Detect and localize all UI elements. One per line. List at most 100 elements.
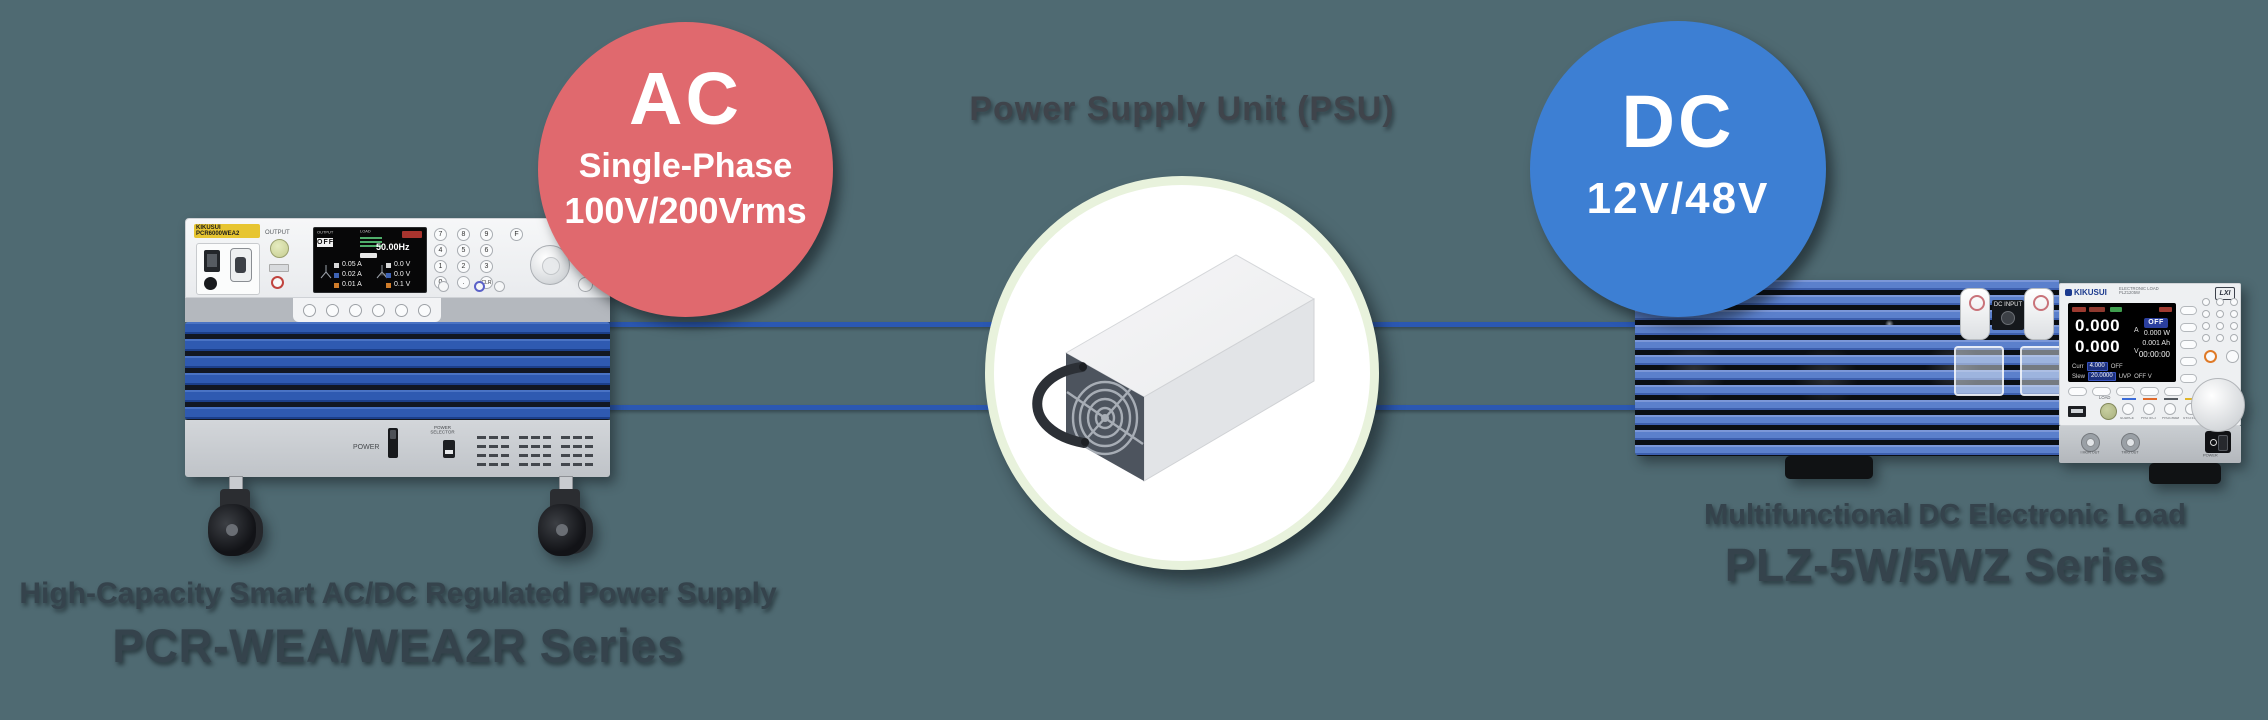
voltage-row: 0.1 V (386, 280, 422, 290)
small-key (2202, 298, 2210, 306)
program-button (2164, 403, 2176, 415)
kikusui-logo: KIKUSUI (2065, 288, 2107, 297)
function-key (303, 303, 316, 317)
pcr-shoulder (185, 298, 610, 322)
small-key (2202, 334, 2210, 342)
dc-input-terminals: DC INPUT (1954, 288, 2070, 400)
phase2-swatch (386, 272, 391, 278)
power-toggle-switch (388, 428, 398, 458)
keypad-key: 3 (480, 260, 493, 273)
voltage-value: 0.0 V (394, 261, 411, 268)
phase1-swatch (386, 262, 391, 268)
side-key (2180, 306, 2197, 315)
phase3-swatch (386, 282, 391, 288)
voltage-row: 0.0 V (386, 270, 422, 280)
phase2-swatch (334, 272, 339, 278)
voltage-row: 0.0 V (386, 260, 422, 270)
display-voltage-rows: 0.0 V 0.0 V 0.1 V (386, 260, 422, 290)
caster-hub (556, 524, 568, 536)
pcr-base-section: POWER POWER SELECTOR (185, 420, 610, 477)
vent-grid (477, 432, 509, 466)
small-key (2216, 322, 2224, 330)
keypad-key: 2 (457, 260, 470, 273)
dc-badge-sub1: 12V/48V (1586, 174, 1770, 223)
bnc-connector (2121, 433, 2140, 452)
psu-illustration-circle (985, 176, 1379, 570)
caster-wheel (537, 476, 593, 558)
display-load-label: LOAD (360, 230, 371, 234)
plz-header: KIKUSUI ELECTRONIC LOAD PLZ1205W LXI (2065, 287, 2237, 300)
scroll-button (438, 281, 449, 292)
psu-handle (1032, 362, 1089, 448)
row2-value: 20.0000 (2088, 372, 2116, 381)
output-label: OUTPUT (265, 230, 290, 236)
vent-grid (561, 432, 593, 466)
vent-grid (519, 432, 551, 466)
current-readout: 0.000 (2075, 316, 2121, 335)
side-key (2180, 340, 2197, 349)
power-label: POWER (2203, 454, 2218, 458)
soft-key (2164, 387, 2183, 396)
row2-label: Slew (2072, 373, 2086, 380)
small-key (2216, 310, 2224, 318)
amp-hour-readout: 0.001 Ah (2142, 340, 2170, 347)
usb-port-icon (2068, 406, 2086, 417)
pcr-brand-label: KIKUSUI PCR6000WEA2 (194, 224, 260, 238)
elapsed-time-readout: 00:00:00 (2138, 350, 2170, 359)
keypad-key: 7 (434, 228, 447, 241)
device-foot (2149, 463, 2221, 484)
soft-key (2068, 387, 2087, 396)
output-button (270, 239, 289, 258)
display-alarm-badge (402, 231, 422, 238)
side-key (2180, 357, 2197, 366)
rotary-knob (530, 245, 570, 285)
keypad-key: 8 (457, 228, 470, 241)
source-button (2122, 403, 2134, 415)
small-key (2202, 310, 2210, 318)
ac-badge: AC Single-Phase 100V/200Vrms (538, 22, 833, 317)
left-caption-description: High-Capacity Smart AC/DC Regulated Powe… (19, 577, 777, 610)
menu-color-bar (2122, 398, 2136, 400)
plz-model: PLZ1205W (2119, 291, 2141, 296)
current-row: 0.05 A (334, 260, 378, 270)
plz-type-model: ELECTRONIC LOAD PLZ1205W (2119, 287, 2168, 295)
ac-badge-label: AC (629, 57, 742, 140)
caster-wheel (207, 476, 263, 558)
soft-key (2140, 387, 2159, 396)
trig-button (271, 276, 284, 289)
function-key-row (293, 298, 441, 322)
ac-badge-sub1: Single-Phase (578, 147, 793, 185)
dc-input-label: DC INPUT (1993, 302, 2023, 308)
plz-lcd-display: 0.000 A OFF 0.000 W 0.000 V 0.001 Ah 00:… (2068, 303, 2176, 382)
keypad-key: 1 (434, 260, 447, 273)
enter-button (494, 281, 505, 292)
small-key (2230, 322, 2238, 330)
keypad-key: . (457, 276, 470, 289)
status-bar-red (2089, 307, 2105, 312)
uvp-label: UVP (2118, 373, 2132, 380)
display-green-rows (360, 237, 382, 247)
din-connector-icon (204, 277, 217, 290)
bnc-label: I MON OUT (2080, 451, 2100, 455)
pcr-lcd-display: OUTPUT OFF LOAD 50.00Hz 0.05 A 0.02 A 0.… (313, 227, 427, 293)
power-selector-switch (443, 440, 455, 458)
current-value: 0.01 A (342, 281, 362, 288)
soft-key (2092, 387, 2111, 396)
voltage-readout: 0.000 (2075, 337, 2121, 356)
keypad-key: 9 (480, 228, 493, 241)
f-key: F (510, 228, 523, 241)
status-bar-green (2110, 307, 2122, 312)
plz-lower-strip: I MON OUT TRIG OUT POWER (2059, 426, 2241, 463)
small-key (2216, 334, 2224, 342)
usb-port-icon (204, 250, 220, 272)
cursor-key-cluster (2202, 298, 2239, 343)
current-value: 0.02 A (342, 271, 362, 278)
side-key (2180, 323, 2197, 332)
display-output-label: OUTPUT (317, 231, 334, 235)
load-button-label: LOAD (2099, 396, 2111, 401)
page-title: Power Supply Unit (PSU) (969, 90, 1395, 128)
row1-state: OFF (2110, 363, 2123, 370)
rotary-knob (2191, 378, 2245, 432)
system-label: SYSTEM (2183, 417, 2197, 421)
